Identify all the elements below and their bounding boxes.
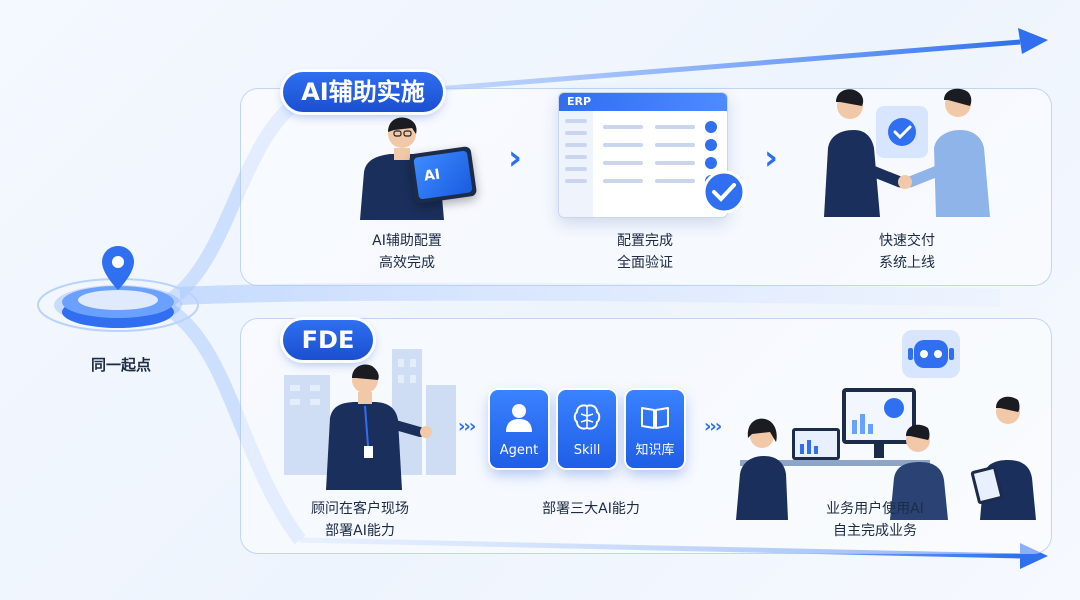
top-step-1-caption: AI辅助配置 高效完成 (372, 233, 442, 271)
top-step-2-caption: 配置完成 全面验证 (617, 233, 673, 271)
chevron-right-icon: › (508, 138, 523, 178)
location-pin-icon (102, 246, 134, 290)
dots-arrow-icon: ››› (704, 416, 722, 437)
open-book-icon (641, 407, 669, 429)
skill-card: Skill (558, 390, 616, 468)
robot-icon (902, 330, 960, 378)
brain-icon (573, 404, 601, 430)
dots-arrow-icon: ››› (458, 416, 476, 437)
agent-card: Agent (490, 390, 548, 468)
tablet-screen-text: AI (413, 150, 473, 200)
knowledge-base-card: 知识库 (626, 390, 684, 468)
handshake-illustration (824, 88, 990, 217)
bottom-step-2-caption: 部署三大AI能力 (542, 501, 640, 517)
knowledge-base-card-label: 知识库 (635, 443, 675, 458)
office-users-illustration (736, 388, 1036, 520)
bottom-step-3-caption: 业务用户使用AI 自主完成业务 (826, 501, 924, 539)
consultant-presenting-illustration (326, 364, 432, 490)
fde-tag: FDE (283, 320, 373, 360)
bottom-step-1-caption: 顾问在客户现场 部署AI能力 (311, 501, 409, 539)
tablet: AI (408, 145, 478, 205)
top-step-3-caption: 快速交付 系统上线 (879, 233, 935, 271)
skill-card-label: Skill (573, 443, 601, 458)
erp-window: ERP (558, 92, 728, 218)
user-icon (506, 404, 532, 432)
erp-content (559, 111, 717, 217)
ai-assisted-tag: AI辅助实施 (283, 72, 443, 112)
chevron-right-icon: › (764, 138, 779, 178)
start-label: 同一起点 (90, 356, 151, 374)
agent-card-label: Agent (499, 443, 539, 458)
erp-title: ERP (559, 93, 727, 111)
check-badge-icon (702, 170, 746, 214)
